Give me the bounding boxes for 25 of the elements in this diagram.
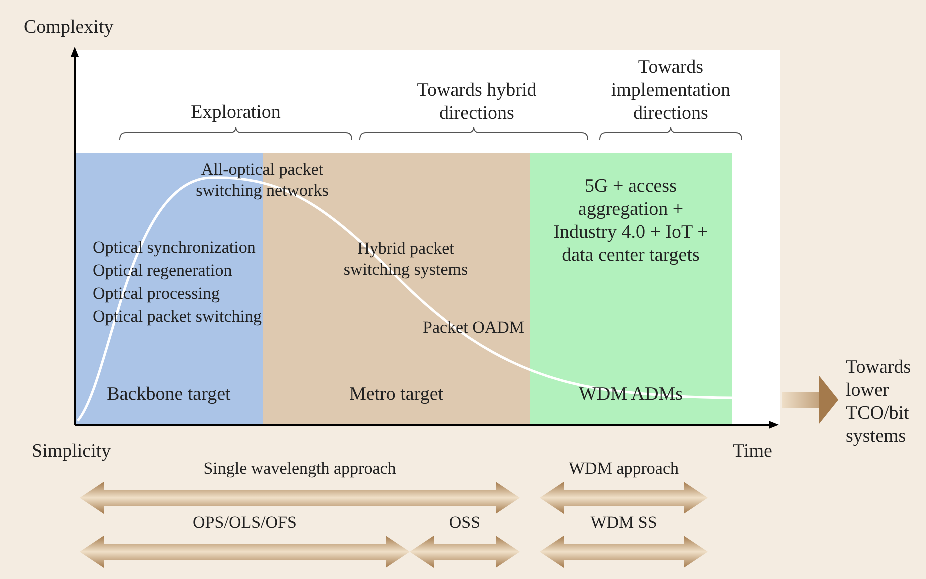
arrow-label: OSS bbox=[448, 512, 482, 533]
phase-heading: Exploration bbox=[190, 102, 282, 123]
arrow-label: OPS/OLS/OFS bbox=[192, 512, 298, 533]
region-text: 5G + access aggregation + Industry 4.0 + IoT + data center targets bbox=[552, 175, 710, 267]
list-item: Optical processing bbox=[93, 283, 220, 304]
curve-label: All-optical packet switching networks bbox=[195, 159, 330, 201]
axis-label: Simplicity bbox=[32, 441, 112, 462]
phase-heading: Towards implementation directions bbox=[610, 56, 732, 125]
region-text: Hybrid packet switching systems bbox=[342, 238, 470, 280]
outcome-text: Towards lower TCO/bit systems bbox=[846, 356, 926, 448]
band-title: Metro target bbox=[348, 384, 445, 405]
arrow-label: WDM approach bbox=[568, 458, 680, 479]
axis-label: Time bbox=[733, 441, 772, 462]
list-item: Optical synchronization bbox=[93, 237, 256, 258]
arrow-label: WDM SS bbox=[590, 512, 658, 533]
region-text: Packet OADM bbox=[423, 317, 525, 338]
band-title: WDM ADMs bbox=[578, 384, 684, 405]
list-item: Optical regeneration bbox=[93, 260, 232, 281]
arrow-label: Single wavelength approach bbox=[202, 458, 398, 479]
phase-heading: Towards hybrid directions bbox=[416, 79, 538, 125]
axis-label: Complexity bbox=[24, 17, 114, 38]
arrow bbox=[782, 376, 839, 424]
band-title: Backbone target bbox=[106, 384, 232, 405]
region-band bbox=[530, 153, 732, 425]
list-item: Optical packet switching bbox=[93, 306, 262, 327]
